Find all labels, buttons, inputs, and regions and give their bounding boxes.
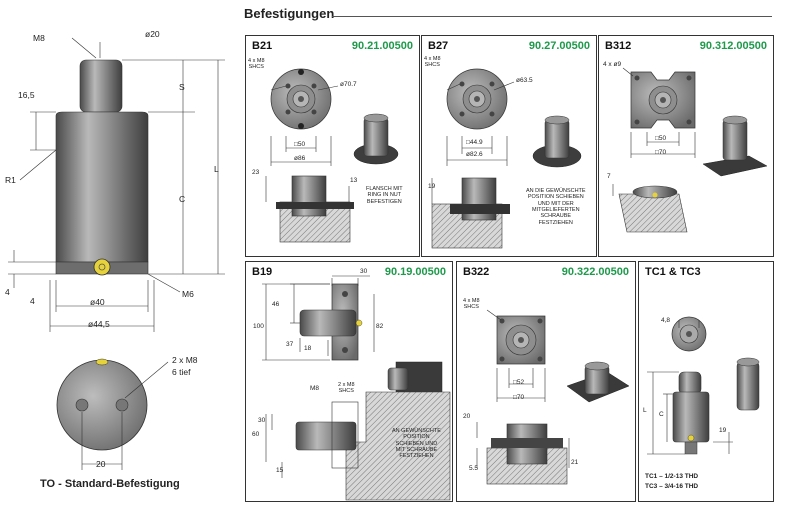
dim-sq70: □70 [513,394,525,401]
holes-label: 4 x ø9 [603,61,622,68]
label-20: 20 [96,459,106,469]
panel-title: B312 [605,40,632,52]
dim-l: L [643,407,647,414]
dim-c: C [659,411,664,418]
dim-20: 20 [463,413,471,420]
label-dia40: ø40 [90,297,105,307]
label-c: C [179,194,186,204]
bottom-view-disc [56,359,148,451]
part-number: 90.27.00500 [528,40,590,52]
shcs-label: 4 x M8 SHCS [424,56,441,69]
cylinder-body [55,111,149,263]
b322-drawing [476,309,630,485]
dim-15: 15 [276,467,284,474]
b21-drawing [265,68,399,243]
main-dimension-lines [8,37,225,332]
label-r1: R1 [5,175,16,185]
dim-46: 46 [272,301,280,308]
thread-hole-left [75,398,89,412]
label-m6: M6 [182,289,194,299]
section-view [618,193,688,233]
panel-b312[interactable]: B312 90.312.00500 4 x ø9 □50 □70 7 [598,35,774,257]
dim-21: 21 [571,459,579,466]
dim-100: 100 [253,323,264,330]
dim-707: ø70.7 [340,81,357,88]
label-dia44-5: ø44,5 [88,319,110,329]
b19-note: AN GEWÜNSCHTE POSITION SCHIEBEN UND MIT … [392,428,441,460]
section-cylinder [295,421,357,451]
dim-13: 13 [350,177,358,184]
tc-drawing [647,316,760,455]
dim-5-5: 5.5 [469,465,479,472]
shcs-label: 4 x M8 SHCS [248,58,265,71]
piston-rod [79,59,123,113]
dim-19: 19 [719,427,727,434]
dim-sq50: □50 [655,135,667,142]
heading-rule [332,16,772,17]
tc-3d [736,361,760,411]
dim-30-top: 30 [360,268,368,275]
panel-title: B322 [463,266,490,278]
label-4b: 4 [30,296,35,306]
shcs-label: 4 x M8 SHCS [463,298,480,311]
dim-82: 82 [376,323,384,330]
panel-title: B21 [252,40,273,52]
panel-b27[interactable]: B27 90.27.00500 4 x M8 SHCS ø63.5 □44.9 … [421,35,597,257]
dim-19: 19 [428,183,436,190]
label-dia20: ø20 [145,29,160,39]
panel-title: TC1 & TC3 [645,266,701,278]
tc1-thread: TC1 – 1/2-13 THD [645,473,699,480]
b27-drawing [431,68,582,249]
m8-label: M8 [310,385,320,392]
tc3-thread: TC3 – 3/4-16 THD [645,483,699,490]
label-2xm8: 2 x M8 [172,355,198,365]
label-l: L [214,164,219,174]
dim-4-8: 4,8 [661,317,671,324]
panel-b322[interactable]: B322 90.322.00500 4 x M8 SHCS □52 □70 20… [456,261,636,502]
part-number: 90.322.00500 [561,266,629,278]
label-m8: M8 [33,33,45,43]
vent-indicator [93,258,111,276]
section-heading: Befestigungen [244,6,335,21]
dim-sq50: □50 [294,141,306,148]
square-flange-top [496,315,546,365]
dim-23: 23 [252,169,260,176]
panel-title: B27 [428,40,449,52]
thread-hole-right [115,398,129,412]
label-16-5: 16,5 [18,90,35,100]
section-wall [345,391,451,501]
dim-sq52: □52 [513,379,525,386]
dim-60: 60 [252,431,260,438]
panel-title: B19 [252,266,273,278]
standard-mount-caption: TO - Standard-Befestigung [40,478,180,490]
label-s: S [179,82,185,92]
shcs-label: 2 x M8 SHCS [338,382,355,395]
dim-sq70: □70 [655,149,667,156]
tc-rod [678,371,702,395]
part-number: 90.19.00500 [384,266,446,278]
dim-18: 18 [304,345,312,352]
dim-635: ø63.5 [516,77,533,84]
dim-sq449: □44.9 [466,139,483,146]
b21-note: FLANSCH MIT RING IN NUT BEFESTIGEN [366,186,403,205]
panel-tc[interactable]: TC1 & TC3 4,8 L C 19 TC1 – 1/2-13 THD TC… [638,261,774,502]
b27-note: AN DIE GEWÜNSCHTE POSITION SCHIEBEN UND … [526,188,586,226]
main-cylinder-drawing: M8 ø20 16,5 S L C R1 4 4 ø40 M6 ø44,5 2 … [0,0,240,508]
b19-drawing [262,275,451,501]
b312-drawing [612,67,768,233]
panel-b19[interactable]: B19 90.19.00500 30 46 100 82 37 18 M8 2 … [245,261,453,502]
panel-b21[interactable]: B21 90.21.00500 4 x M8 SHCS ø70.7 □50 ø8… [245,35,420,257]
part-number: 90.21.00500 [351,40,413,52]
dim-30: 30 [258,417,266,424]
tc-body [672,391,710,443]
label-6tief: 6 tief [172,367,191,377]
label-4a: 4 [5,287,10,297]
part-number: 90.312.00500 [699,40,767,52]
dim-37: 37 [286,341,294,348]
main-cylinder-svg [8,37,225,470]
dim-86: ø86 [294,155,306,162]
dim-7: 7 [607,173,611,180]
dim-826: ø82.6 [466,151,483,158]
